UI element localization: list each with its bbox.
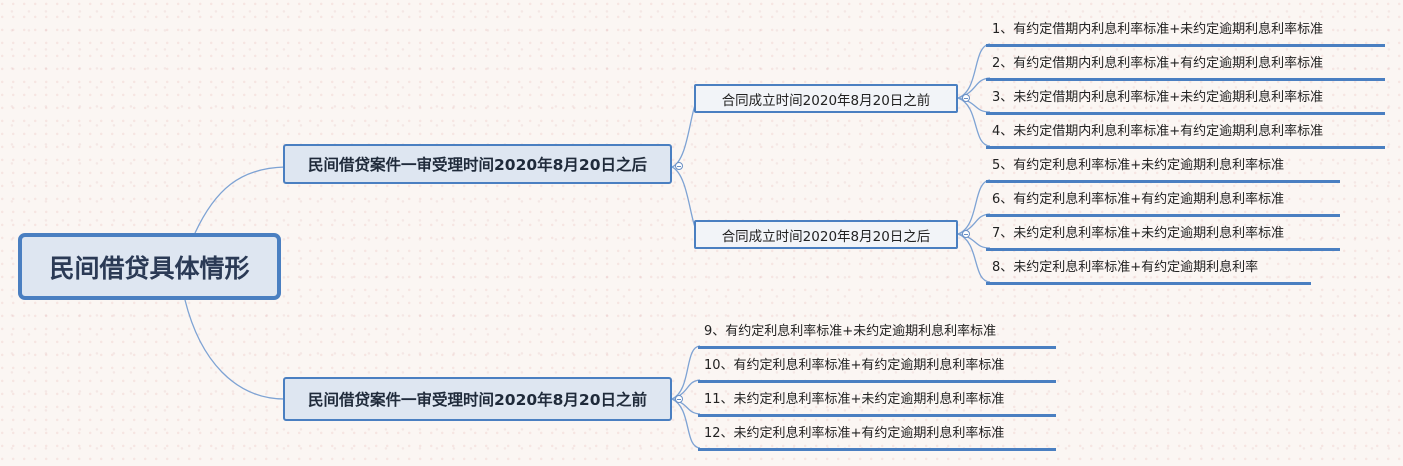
leaf-item-label: 12、未约定利息利率标准+有约定逾期利息利率标准: [704, 426, 1005, 441]
collapse-icon[interactable]: [675, 162, 683, 170]
leaf-item-label: 5、有约定利息利率标准+未约定逾期利息利率标准: [992, 158, 1285, 173]
leaf-item-label: 9、有约定利息利率标准+未约定逾期利息利率标准: [704, 324, 997, 339]
root-topic-label: 民间借贷具体情形: [49, 253, 250, 283]
subtopic-contract-after[interactable]: 合同成立时间2020年8月20日之后: [694, 220, 958, 249]
branch-before-label: 民间借贷案件一审受理时间2020年8月20日之前: [308, 391, 647, 409]
leaf-item-label: 3、未约定借期内利息利率标准+未约定逾期利息利率标准: [992, 90, 1324, 105]
leaf-item-7[interactable]: 7、未约定利息利率标准+未约定逾期利息利率标准: [986, 221, 1340, 251]
connector-root-branch2: [184, 299, 286, 400]
leaf-item-4[interactable]: 4、未约定借期内利息利率标准+有约定逾期利息利率标准: [986, 119, 1385, 149]
leaf-item-label: 4、未约定借期内利息利率标准+有约定逾期利息利率标准: [992, 124, 1324, 139]
leaf-item-label: 7、未约定利息利率标准+未约定逾期利息利率标准: [992, 226, 1285, 241]
branch-after-topic[interactable]: 民间借贷案件一审受理时间2020年8月20日之后: [283, 144, 672, 184]
leaf-item-9[interactable]: 9、有约定利息利率标准+未约定逾期利息利率标准: [698, 319, 1056, 349]
connector-root-branch1: [194, 166, 286, 234]
connector-branch2-leaf9: [671, 345, 701, 400]
subtopic-contract-before-label: 合同成立时间2020年8月20日之前: [721, 92, 931, 109]
subtopic-contract-after-label: 合同成立时间2020年8月20日之后: [721, 228, 931, 245]
leaf-item-label: 1、有约定借期内利息利率标准+未约定逾期利息利率标准: [992, 22, 1324, 37]
leaf-item-label: 11、未约定利息利率标准+未约定逾期利息利率标准: [704, 392, 1005, 407]
leaf-item-12[interactable]: 12、未约定利息利率标准+有约定逾期利息利率标准: [698, 421, 1056, 451]
collapse-icon[interactable]: [675, 395, 683, 403]
branch-before-topic[interactable]: 民间借贷案件一审受理时间2020年8月20日之前: [283, 377, 672, 421]
leaf-item-8[interactable]: 8、未约定利息利率标准+有约定逾期利息利率: [986, 255, 1311, 285]
leaf-item-label: 2、有约定借期内利息利率标准+有约定逾期利息利率标准: [992, 56, 1324, 71]
leaf-item-11[interactable]: 11、未约定利息利率标准+未约定逾期利息利率标准: [698, 387, 1056, 417]
branch-after-label: 民间借贷案件一审受理时间2020年8月20日之后: [308, 156, 647, 174]
leaf-item-10[interactable]: 10、有约定利息利率标准+有约定逾期利息利率标准: [698, 353, 1056, 383]
collapse-icon[interactable]: [962, 94, 970, 102]
collapse-icon[interactable]: [962, 230, 970, 238]
leaf-item-6[interactable]: 6、有约定利息利率标准+有约定逾期利息利率标准: [986, 187, 1340, 217]
leaf-item-5[interactable]: 5、有约定利息利率标准+未约定逾期利息利率标准: [986, 153, 1340, 183]
leaf-item-3[interactable]: 3、未约定借期内利息利率标准+未约定逾期利息利率标准: [986, 85, 1385, 115]
leaf-item-2[interactable]: 2、有约定借期内利息利率标准+有约定逾期利息利率标准: [986, 51, 1385, 81]
leaf-item-label: 8、未约定利息利率标准+有约定逾期利息利率: [992, 260, 1259, 275]
subtopic-contract-before[interactable]: 合同成立时间2020年8月20日之前: [694, 84, 958, 113]
root-topic[interactable]: 民间借贷具体情形: [18, 233, 281, 300]
leaf-item-label: 10、有约定利息利率标准+有约定逾期利息利率标准: [704, 358, 1005, 373]
leaf-item-1[interactable]: 1、有约定借期内利息利率标准+未约定逾期利息利率标准: [986, 17, 1385, 47]
leaf-item-label: 6、有约定利息利率标准+有约定逾期利息利率标准: [992, 192, 1285, 207]
